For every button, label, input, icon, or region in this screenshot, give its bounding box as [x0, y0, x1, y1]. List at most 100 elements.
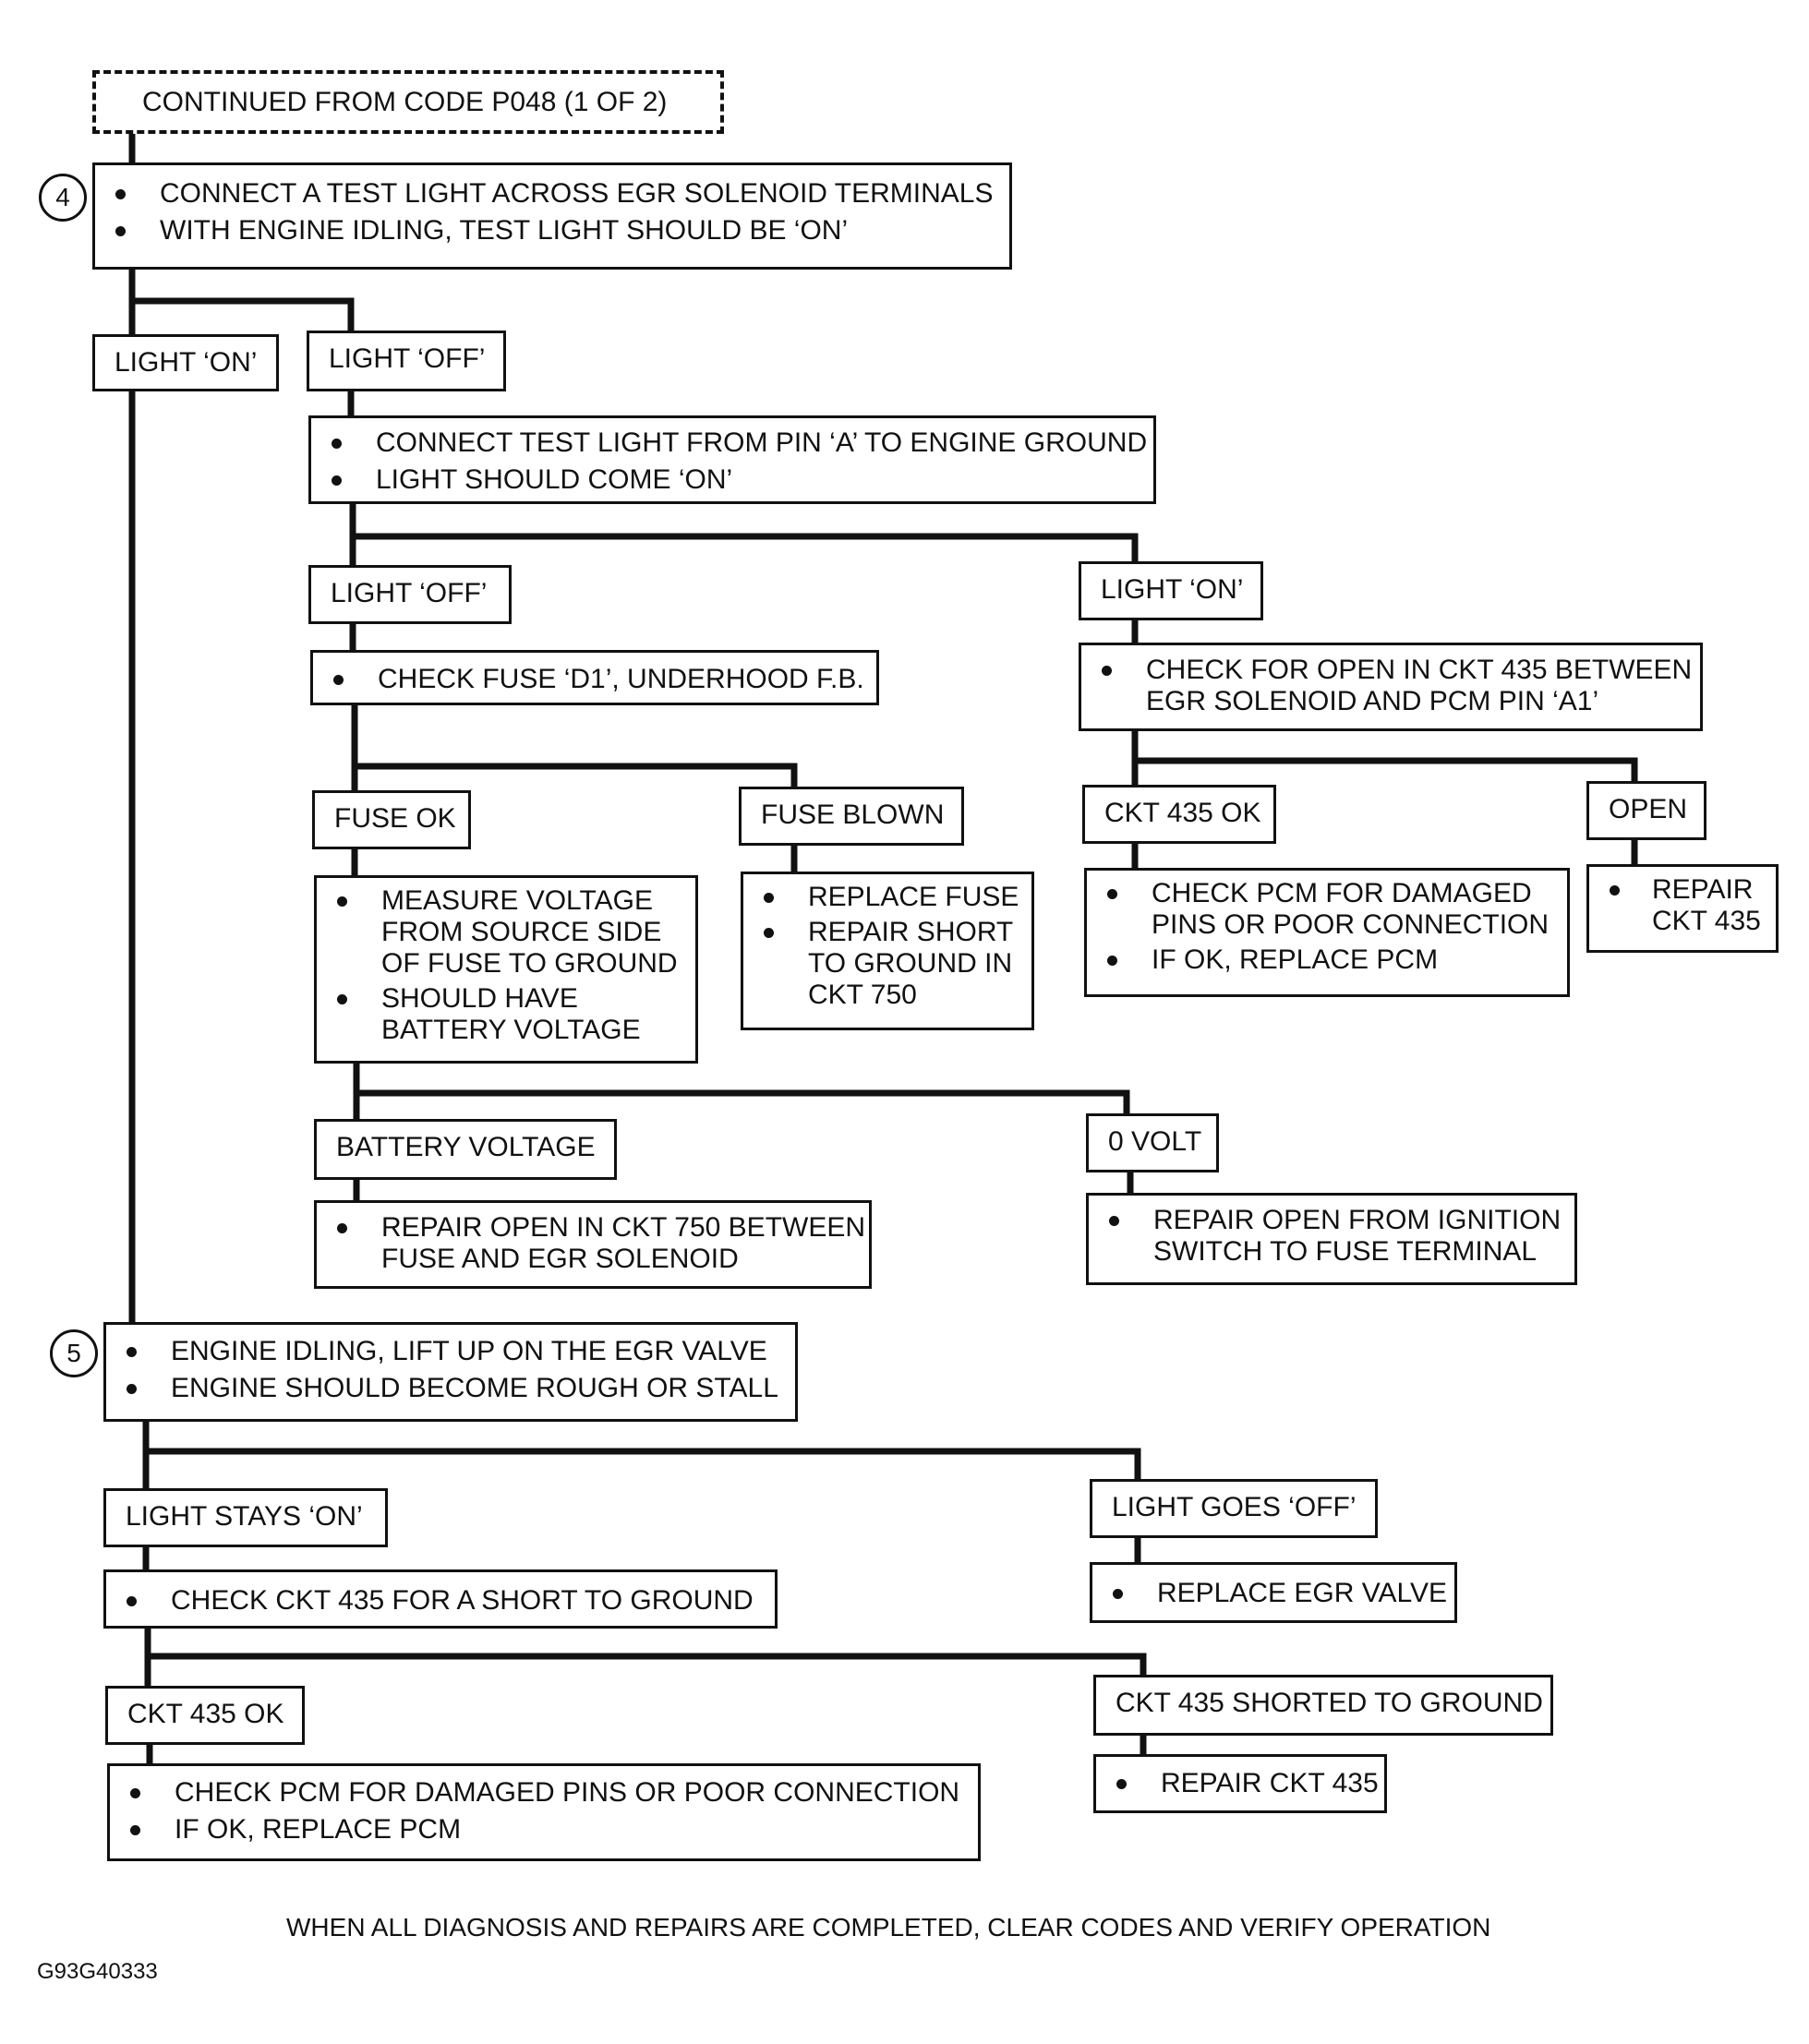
light-goes-off-text: LIGHT GOES ‘OFF’ [1112, 1492, 1357, 1522]
ckt435-ok-lower-text: CKT 435 OK [127, 1699, 284, 1729]
repair-open-750-box: REPAIR OPEN IN CKT 750 BETWEEN FUSE AND … [314, 1200, 872, 1289]
light-stays-on-text: LIGHT STAYS ‘ON’ [126, 1501, 363, 1532]
check-ckt435-short-box: CHECK CKT 435 FOR A SHORT TO GROUND [103, 1569, 778, 1629]
repair-open-ignition-box: REPAIR OPEN FROM IGNITION SWITCH TO FUSE… [1086, 1193, 1577, 1285]
check-pcm-upper-box: CHECK PCM FOR DAMAGED PINS OR POOR CONNE… [1084, 868, 1570, 997]
step-4-line-2: WITH ENGINE IDLING, TEST LIGHT SHOULD BE… [95, 215, 1009, 246]
check-pcm-upper-bullet-1: CHECK PCM FOR DAMAGED PINS OR POOR CONNE… [1087, 878, 1567, 941]
check-open-435-line-2: EGR SOLENOID AND PCM PIN ‘A1’ [1146, 686, 1599, 716]
battery-voltage-label: BATTERY VOLTAGE [314, 1119, 617, 1180]
ckt435-shorted-text: CKT 435 SHORTED TO GROUND [1116, 1688, 1543, 1718]
pin-a-test-line-1: CONNECT TEST LIGHT FROM PIN ‘A’ TO ENGIN… [311, 427, 1153, 459]
connector-check-short-shorted [144, 1653, 1147, 1678]
step-5-marker: 5 [50, 1329, 98, 1377]
repair-ckt435-lower-box: REPAIR CKT 435 [1093, 1754, 1387, 1813]
pin-a-light-on-text: LIGHT ‘ON’ [1101, 574, 1244, 605]
connector-step4-light-off [128, 297, 355, 336]
pin-a-light-off-text: LIGHT ‘OFF’ [331, 578, 488, 608]
measure-voltage-box: MEASURE VOLTAGE FROM SOURCE SIDE OF FUSE… [314, 875, 698, 1064]
step-4-box: CONNECT A TEST LIGHT ACROSS EGR SOLENOID… [92, 162, 1012, 270]
check-pcm-upper-bullet-2: IF OK, REPLACE PCM [1087, 944, 1567, 976]
replace-fuse-line-1: REPLACE FUSE [808, 882, 1019, 912]
footer-instruction: WHEN ALL DIAGNOSIS AND REPAIRS ARE COMPL… [286, 1913, 1491, 1942]
repair-open-ignition-bullet: REPAIR OPEN FROM IGNITION SWITCH TO FUSE… [1089, 1205, 1574, 1268]
check-pcm-lower-line-1: CHECK PCM FOR DAMAGED PINS OR POOR CONNE… [110, 1777, 978, 1809]
check-open-435-line: CHECK FOR OPEN IN CKT 435 BETWEEN EGR SO… [1081, 655, 1700, 717]
repair-open-750-bullet: REPAIR OPEN IN CKT 750 BETWEEN FUSE AND … [317, 1212, 869, 1275]
measure-voltage-bullet-2: SHOULD HAVE BATTERY VOLTAGE [317, 983, 695, 1046]
check-pcm-upper-line-1: CHECK PCM FOR DAMAGED [1152, 878, 1532, 908]
replace-fuse-bullet-1: REPLACE FUSE [743, 882, 1031, 913]
repair-ckt435-upper-box: REPAIR CKT 435 [1586, 864, 1779, 953]
pin-a-light-on: LIGHT ‘ON’ [1079, 561, 1263, 620]
connector-fuse-blown [351, 763, 798, 790]
replace-fuse-line-2: REPAIR SHORT [808, 917, 1014, 947]
branch-light-on-text: LIGHT ‘ON’ [115, 347, 258, 378]
check-pcm-lower-box: CHECK PCM FOR DAMAGED PINS OR POOR CONNE… [107, 1763, 981, 1861]
connector-check-open-open [1131, 757, 1638, 790]
battery-voltage-text: BATTERY VOLTAGE [336, 1132, 596, 1162]
repair-ckt435-upper-line-2: CKT 435 [1652, 906, 1761, 936]
step-4-number: 4 [55, 183, 70, 211]
connector-pin-a-light-on [349, 533, 1139, 569]
open-text: OPEN [1609, 794, 1688, 824]
zero-volt-text: 0 VOLT [1108, 1126, 1202, 1157]
check-fuse-box: CHECK FUSE ‘D1’, UNDERHOOD F.B. [310, 650, 879, 705]
step-5-number: 5 [66, 1339, 81, 1367]
repair-open-750-line-2: FUSE AND EGR SOLENOID [381, 1244, 739, 1274]
repair-ckt435-lower-text: REPAIR CKT 435 [1096, 1768, 1384, 1799]
check-fuse-text: CHECK FUSE ‘D1’, UNDERHOOD F.B. [313, 664, 876, 695]
continued-from-box: CONTINUED FROM CODE P048 (1 OF 2) [92, 70, 724, 134]
fuse-ok-text: FUSE OK [334, 803, 456, 834]
step-4-marker: 4 [39, 174, 87, 222]
replace-fuse-line-3: TO GROUND IN [808, 948, 1013, 979]
pin-a-test-line-2: LIGHT SHOULD COME ‘ON’ [311, 464, 1153, 496]
zero-volt-label: 0 VOLT [1086, 1113, 1219, 1172]
measure-voltage-line-1: MEASURE VOLTAGE [381, 885, 653, 916]
check-pcm-upper-line-2: PINS OR POOR CONNECTION [1152, 909, 1550, 940]
check-pcm-lower-line-2: IF OK, REPLACE PCM [110, 1814, 978, 1846]
pin-a-light-off: LIGHT ‘OFF’ [308, 565, 512, 624]
figure-id: G93G40333 [37, 1959, 158, 1984]
check-ckt435-short-text: CHECK CKT 435 FOR A SHORT TO GROUND [106, 1585, 775, 1617]
replace-fuse-box: REPLACE FUSE REPAIR SHORT TO GROUND IN C… [741, 872, 1034, 1030]
ckt435-ok-upper-label: CKT 435 OK [1082, 785, 1276, 844]
repair-open-ignition-line-1: REPAIR OPEN FROM IGNITION [1153, 1205, 1562, 1235]
step-4-line-1: CONNECT A TEST LIGHT ACROSS EGR SOLENOID… [95, 178, 1009, 210]
check-pcm-upper-line-3: IF OK, REPLACE PCM [1152, 944, 1439, 975]
ckt435-shorted-label: CKT 435 SHORTED TO GROUND [1093, 1675, 1553, 1736]
check-open-435-box: CHECK FOR OPEN IN CKT 435 BETWEEN EGR SO… [1079, 643, 1703, 731]
repair-open-750-line-1: REPAIR OPEN IN CKT 750 BETWEEN [381, 1212, 866, 1243]
repair-open-ignition-line-2: SWITCH TO FUSE TERMINAL [1153, 1236, 1538, 1267]
measure-voltage-bullet-1: MEASURE VOLTAGE FROM SOURCE SIDE OF FUSE… [317, 885, 695, 980]
measure-voltage-line-5: BATTERY VOLTAGE [381, 1015, 641, 1045]
continued-from-text: CONTINUED FROM CODE P048 (1 OF 2) [142, 87, 668, 117]
replace-fuse-line-4: CKT 750 [808, 980, 917, 1010]
connector-step5-goes-off [142, 1448, 1141, 1483]
replace-egr-valve-box: REPLACE EGR VALVE [1090, 1562, 1457, 1623]
repair-ckt435-upper-line-1: REPAIR [1652, 874, 1754, 905]
open-label: OPEN [1586, 781, 1706, 840]
replace-fuse-bullet-2: REPAIR SHORT TO GROUND IN CKT 750 [743, 917, 1031, 1011]
ckt435-ok-lower-label: CKT 435 OK [105, 1686, 305, 1745]
step-5-line-1: ENGINE IDLING, LIFT UP ON THE EGR VALVE [106, 1336, 795, 1367]
light-stays-on-label: LIGHT STAYS ‘ON’ [103, 1488, 388, 1547]
branch-light-on: LIGHT ‘ON’ [92, 334, 279, 391]
branch-light-off-text: LIGHT ‘OFF’ [329, 343, 486, 374]
fuse-blown-label: FUSE BLOWN [739, 787, 964, 846]
light-goes-off-label: LIGHT GOES ‘OFF’ [1090, 1479, 1378, 1538]
step-5-box: ENGINE IDLING, LIFT UP ON THE EGR VALVE … [103, 1322, 798, 1422]
measure-voltage-line-4: SHOULD HAVE [381, 983, 578, 1014]
connector-measure-zero-volt [353, 1089, 1130, 1117]
pin-a-test-box: CONNECT TEST LIGHT FROM PIN ‘A’ TO ENGIN… [308, 415, 1156, 504]
repair-ckt435-upper-bullet: REPAIR CKT 435 [1589, 874, 1776, 937]
branch-light-off: LIGHT ‘OFF’ [307, 331, 506, 391]
fuse-blown-text: FUSE BLOWN [761, 800, 945, 830]
step-5-line-2: ENGINE SHOULD BECOME ROUGH OR STALL [106, 1373, 795, 1404]
ckt435-ok-upper-text: CKT 435 OK [1104, 798, 1261, 828]
fuse-ok-label: FUSE OK [312, 790, 471, 849]
replace-egr-valve-text: REPLACE EGR VALVE [1092, 1578, 1454, 1609]
measure-voltage-line-2: FROM SOURCE SIDE [381, 917, 662, 947]
